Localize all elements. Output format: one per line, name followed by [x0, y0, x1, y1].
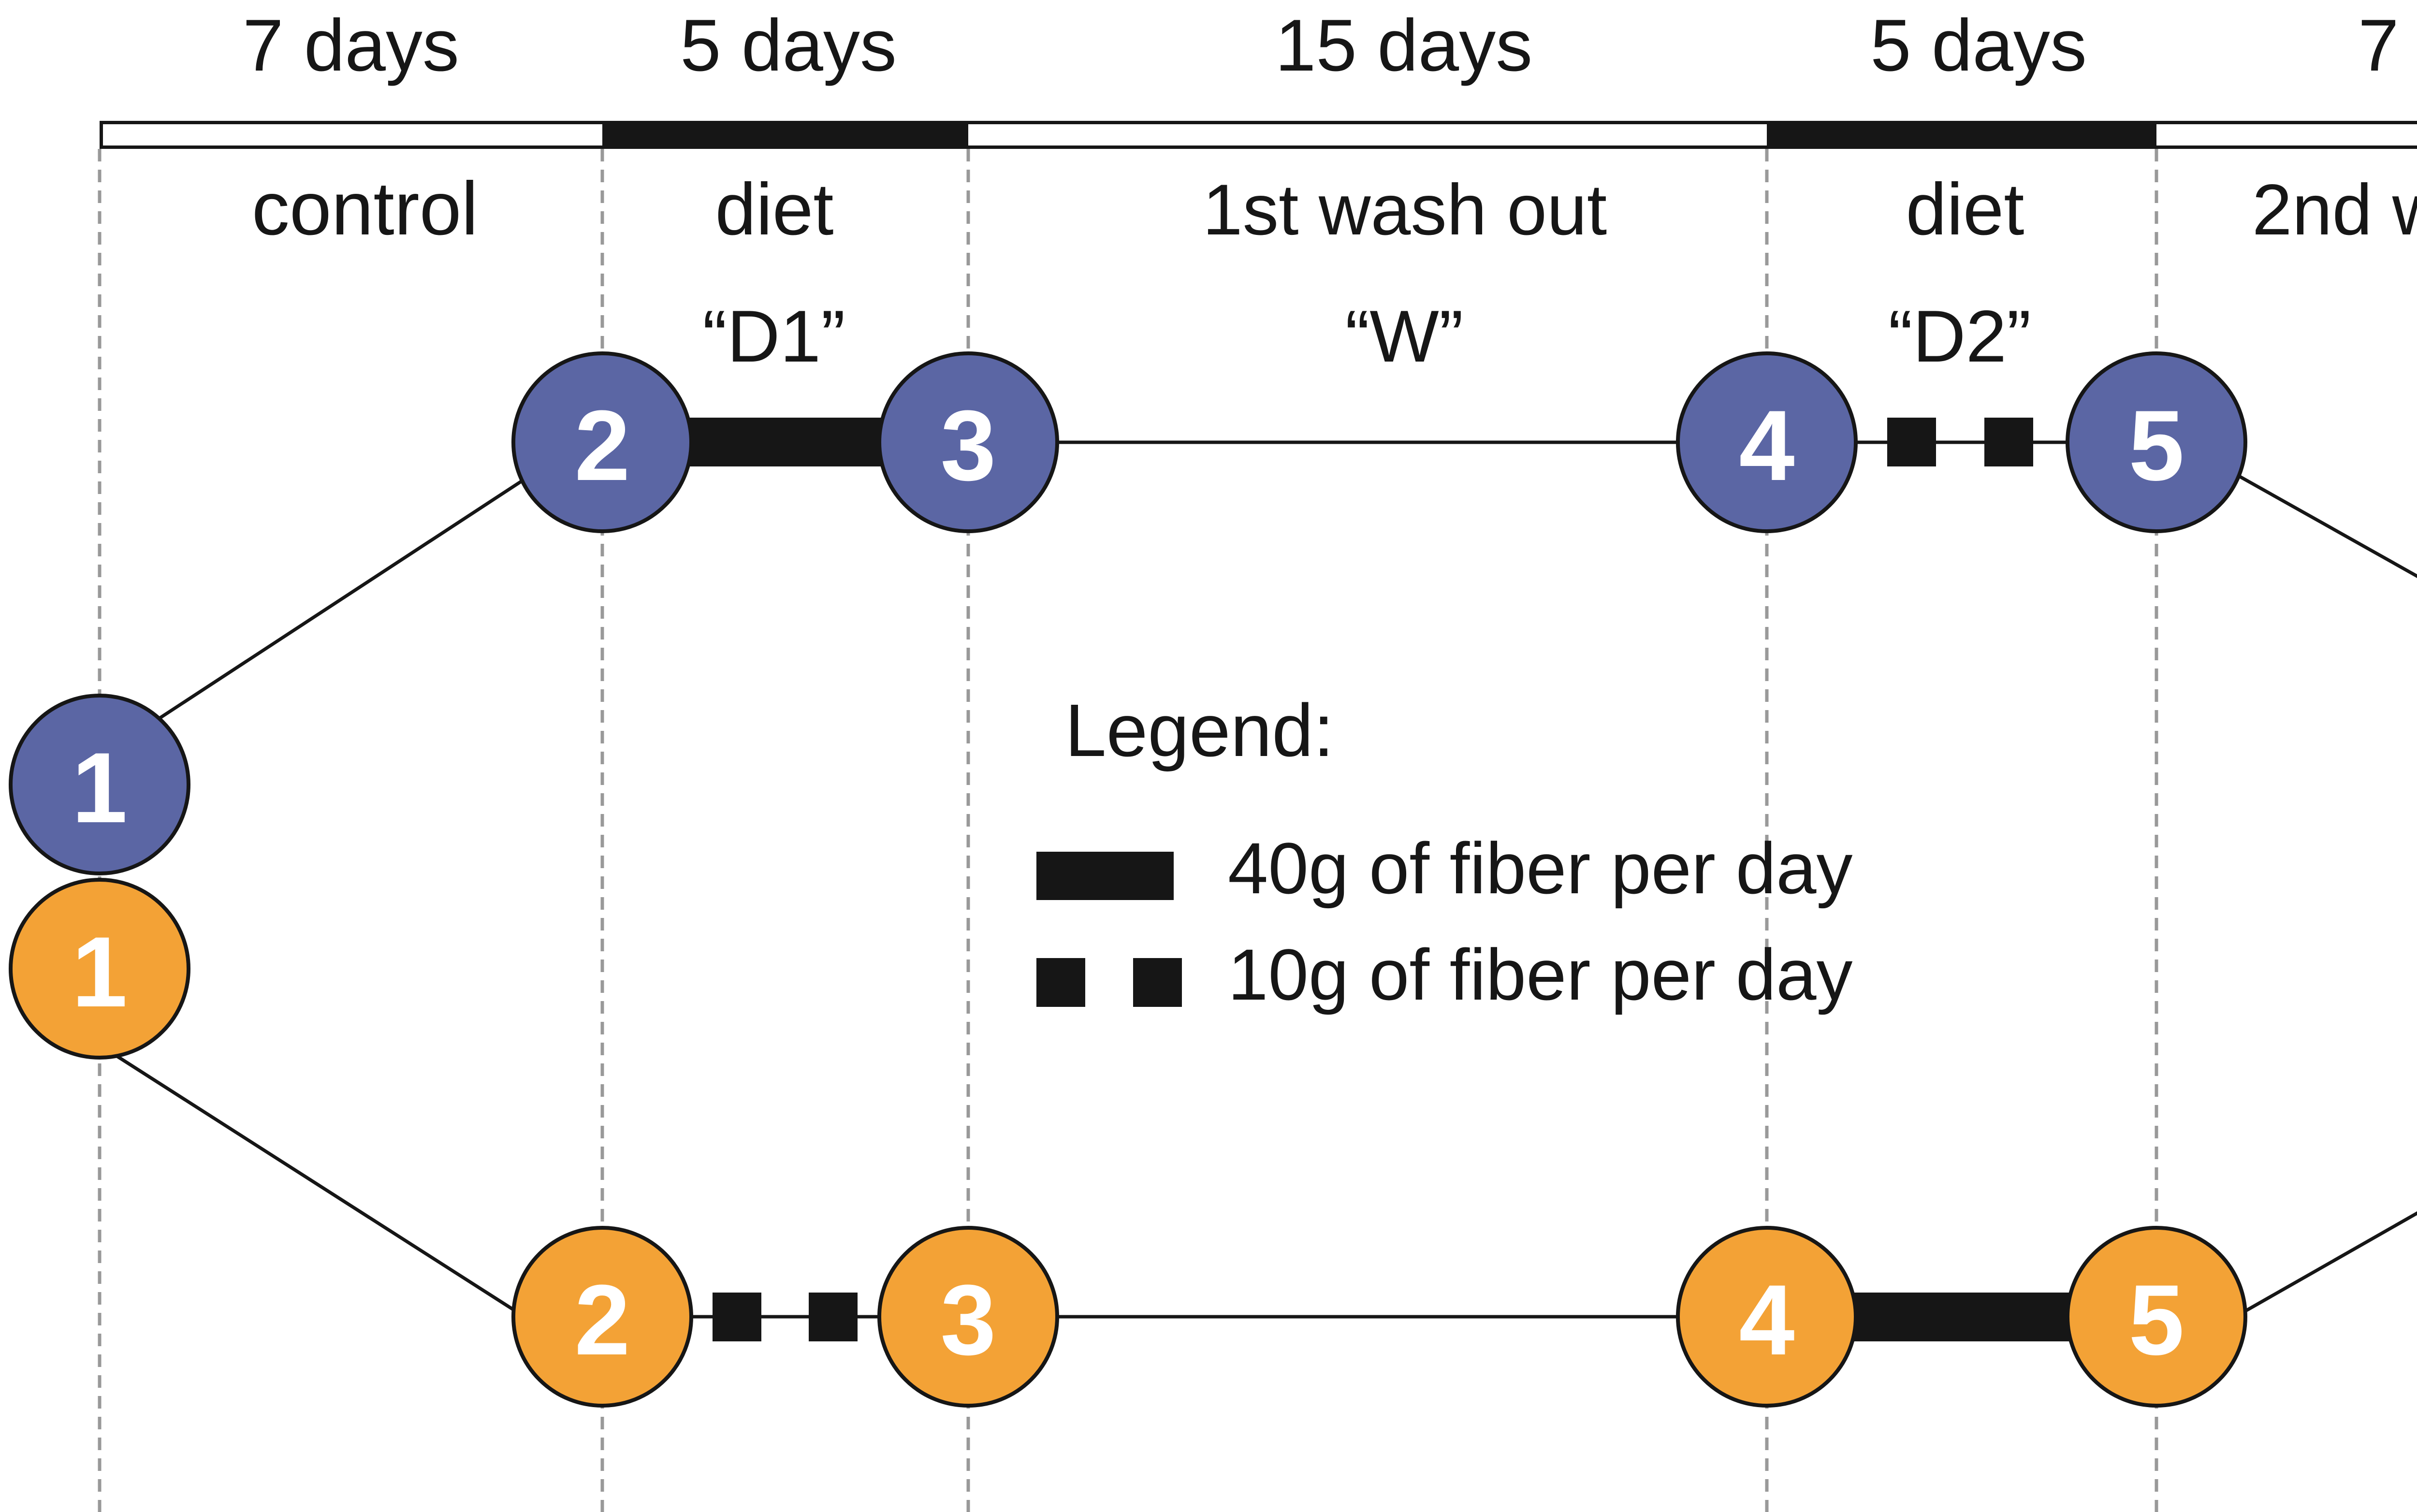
svg-text:5 days: 5 days — [680, 4, 897, 87]
svg-text:Legend:: Legend: — [1065, 689, 1334, 772]
svg-text:1st wash out: 1st wash out — [1203, 169, 1607, 250]
svg-text:7 days: 7 days — [243, 4, 459, 87]
svg-text:control: control — [252, 167, 478, 251]
svg-text:2: 2 — [574, 390, 630, 501]
svg-text:3: 3 — [940, 1264, 996, 1376]
svg-text:diet: diet — [715, 168, 833, 250]
svg-text:5: 5 — [2128, 1264, 2184, 1376]
svg-text:40g of fiber per day: 40g of fiber per day — [1228, 828, 1853, 909]
svg-text:5: 5 — [2128, 390, 2184, 501]
svg-text:1: 1 — [72, 732, 127, 843]
svg-text:“D2”: “D2” — [1888, 295, 2031, 378]
svg-text:5 days: 5 days — [1870, 4, 2087, 87]
svg-text:diet: diet — [1906, 168, 2024, 250]
svg-text:1: 1 — [72, 916, 127, 1028]
svg-text:7 days: 7 days — [2358, 4, 2417, 87]
svg-text:3: 3 — [940, 390, 996, 501]
svg-text:“W”: “W” — [1345, 295, 1464, 378]
svg-text:2nd wash out: 2nd wash out — [2252, 169, 2417, 250]
svg-text:4: 4 — [1739, 1264, 1794, 1376]
svg-text:2: 2 — [574, 1264, 630, 1376]
svg-text:15 days: 15 days — [1275, 4, 1532, 87]
svg-text:“D1”: “D1” — [702, 295, 845, 378]
svg-text:10g of fiber per day: 10g of fiber per day — [1228, 934, 1853, 1015]
svg-text:4: 4 — [1739, 390, 1794, 501]
